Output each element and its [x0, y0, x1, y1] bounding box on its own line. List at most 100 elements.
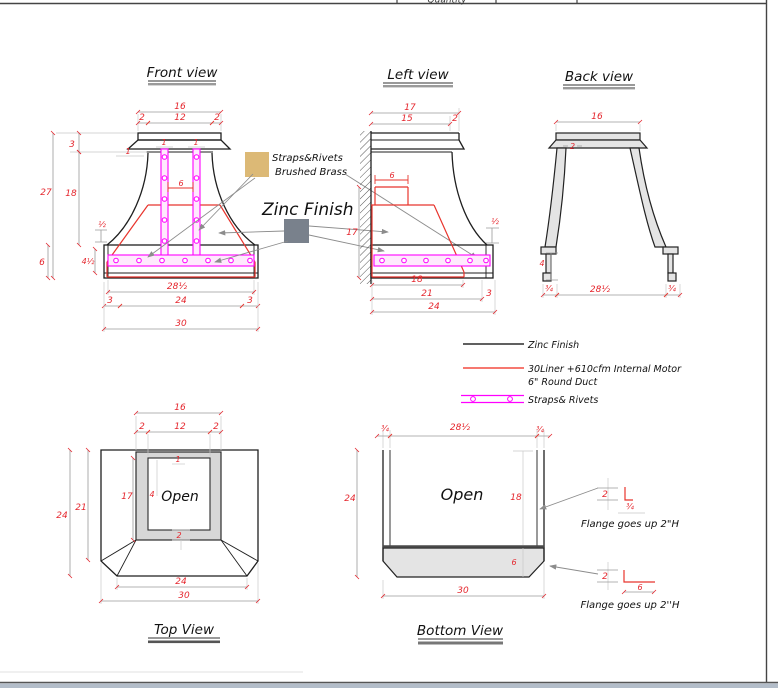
- svg-text:1: 1: [175, 455, 180, 464]
- svg-text:3: 3: [107, 296, 113, 306]
- svg-text:¾: ¾: [536, 425, 544, 434]
- svg-text:16: 16: [591, 112, 603, 122]
- svg-text:30: 30: [175, 319, 187, 329]
- zinc-finish-label: Zinc Finish: [261, 200, 354, 220]
- legend: Zinc Finish 30Liner +610cfm Internal Mot…: [461, 340, 682, 406]
- front-liner-red: [106, 204, 256, 278]
- svg-text:24: 24: [428, 302, 440, 312]
- legend-zinc-label: Zinc Finish: [527, 340, 579, 351]
- svg-text:Bottom View: Bottom View: [417, 623, 504, 639]
- svg-text:¾: ¾: [381, 424, 389, 433]
- svg-text:½: ½: [491, 217, 499, 226]
- flange-top-text: Flange goes up 2"H: [581, 519, 680, 530]
- brass-swatch: [245, 152, 269, 177]
- bottom-dimensions: ¾ 28½ ¾ 24 18 6 30: [344, 423, 553, 599]
- svg-text:6: 6: [39, 258, 45, 268]
- svg-text:6: 6: [389, 171, 394, 180]
- svg-text:1: 1: [125, 147, 130, 156]
- svg-text:28½: 28½: [167, 282, 187, 292]
- top-view-title: Top View: [148, 622, 220, 644]
- svg-text:24: 24: [175, 296, 187, 306]
- svg-text:18: 18: [65, 189, 77, 199]
- back-view-title: Back view: [563, 69, 635, 90]
- bottom-view: Open ¾ 28½ ¾ 24 18 6 30 Bottom View: [344, 423, 553, 645]
- svg-text:1: 1: [193, 138, 198, 147]
- svg-text:18: 18: [510, 493, 522, 503]
- svg-text:4½: 4½: [82, 257, 95, 266]
- svg-text:6: 6: [178, 179, 183, 188]
- svg-text:12: 12: [174, 422, 186, 432]
- flange-callout-bottom: 2 6 Flange goes up 2''H: [549, 562, 680, 611]
- legend-straps-label: Straps& Rivets: [528, 395, 598, 406]
- footer-strip: [0, 683, 778, 688]
- svg-text:6: 6: [637, 583, 642, 592]
- svg-text:2: 2: [452, 114, 458, 124]
- top-slope-lines: [100, 539, 259, 577]
- left-view-title: Left view: [383, 67, 453, 88]
- flange-bottom-text: Flange goes up 2''H: [581, 600, 680, 611]
- svg-text:4: 4: [539, 259, 544, 268]
- svg-text:24: 24: [175, 577, 187, 587]
- left-hood-outline: [370, 131, 494, 284]
- svg-text:1: 1: [161, 138, 166, 147]
- svg-text:¾: ¾: [626, 502, 634, 511]
- svg-text:¾: ¾: [668, 284, 676, 293]
- svg-text:24: 24: [344, 494, 356, 504]
- svg-text:2: 2: [139, 422, 145, 432]
- flange-callout-top: 2 ¾ Flange goes up 2"H: [539, 478, 680, 530]
- wall-hatching: [360, 131, 371, 284]
- top-opening: [147, 457, 211, 531]
- svg-text:6: 6: [511, 558, 516, 567]
- svg-text:17: 17: [404, 103, 416, 113]
- material-labels: Straps&Rivets Brushed Brass Zinc Finish: [147, 152, 478, 263]
- title-block: Quantity: [0, 0, 767, 6]
- svg-text:2: 2: [176, 531, 181, 540]
- svg-text:2: 2: [214, 113, 220, 123]
- zinc-swatch: [284, 219, 309, 243]
- svg-text:¾: ¾: [545, 284, 553, 293]
- straps-rivets-label: Straps&Rivets: [272, 153, 343, 164]
- legend-straps-sample: [461, 394, 524, 404]
- svg-text:3: 3: [247, 296, 253, 306]
- back-shell: [540, 132, 679, 282]
- svg-text:4: 4: [149, 490, 154, 499]
- svg-text:16: 16: [174, 403, 186, 413]
- svg-text:2: 2: [602, 572, 608, 582]
- svg-text:28½: 28½: [450, 423, 470, 433]
- svg-text:30: 30: [178, 591, 190, 601]
- legend-liner-label: 30Liner +610cfm Internal Motor: [528, 364, 682, 375]
- svg-text:18: 18: [411, 275, 423, 285]
- bottom-open-label: Open: [441, 485, 484, 504]
- top-view: Open 16 2 12 2 1 17 4 21 24 2 2: [56, 403, 261, 644]
- front-straps: [107, 148, 255, 267]
- svg-text:½: ½: [98, 220, 106, 229]
- left-dimensions: 17 15 2 17 ½ 18 21 3 24: [346, 103, 499, 315]
- left-strap-band: [373, 254, 491, 267]
- brushed-brass-label: Brushed Brass: [275, 167, 347, 178]
- svg-text:30: 30: [457, 586, 469, 596]
- top-dimensions: 16 2 12 2 1 17 4 21 24 2 24 30: [56, 403, 261, 604]
- bottom-slab: [382, 547, 545, 578]
- svg-text:21: 21: [75, 503, 86, 513]
- top-open-label: Open: [161, 489, 198, 505]
- svg-text:21: 21: [421, 289, 432, 299]
- svg-text:Back view: Back view: [565, 69, 634, 85]
- title-block-clipped-text: Quantity: [428, 0, 468, 6]
- left-liner-red: 6: [371, 171, 465, 278]
- svg-text:3: 3: [486, 289, 492, 299]
- svg-text:2: 2: [602, 490, 608, 500]
- svg-text:15: 15: [401, 114, 413, 124]
- svg-text:3: 3: [69, 140, 75, 150]
- front-hood-outline: [103, 132, 259, 279]
- legend-duct-label: 6" Round Duct: [528, 377, 598, 388]
- svg-text:27: 27: [40, 188, 52, 198]
- svg-text:12: 12: [174, 113, 186, 123]
- back-dimensions: 16 2 4 ¾ 28½ ¾: [539, 112, 683, 298]
- svg-text:Front view: Front view: [147, 65, 219, 81]
- svg-text:2: 2: [213, 422, 219, 432]
- svg-text:Left view: Left view: [387, 67, 449, 83]
- bottom-view-title: Bottom View: [417, 623, 504, 645]
- svg-text:24: 24: [56, 511, 68, 521]
